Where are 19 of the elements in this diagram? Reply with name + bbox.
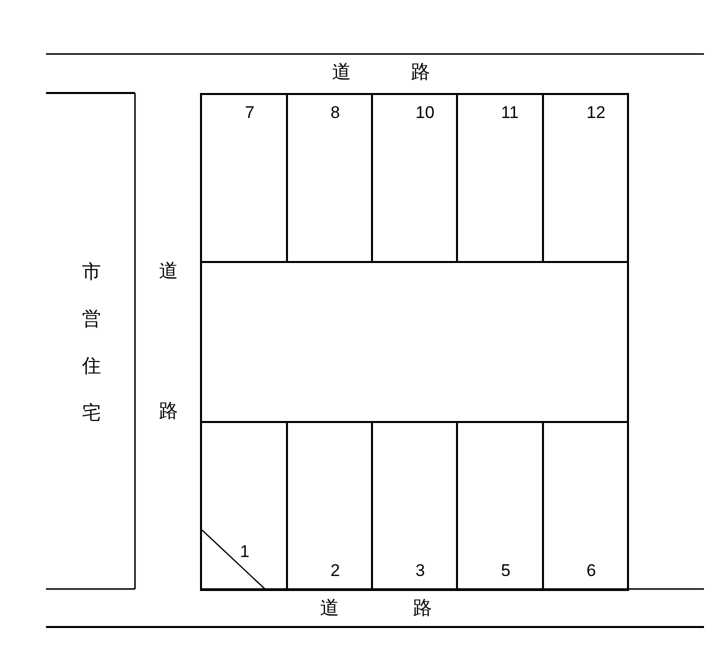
space-number: 8 xyxy=(330,103,340,123)
parking-space xyxy=(200,421,288,591)
parking-space xyxy=(200,93,288,263)
space-number: 7 xyxy=(245,103,254,123)
space-number: 12 xyxy=(586,103,606,123)
building-label: 市営住宅 xyxy=(82,260,101,426)
road-label: 道路 xyxy=(159,260,178,424)
space-number: 6 xyxy=(586,561,596,581)
aisle-area xyxy=(200,261,629,423)
space-number: 3 xyxy=(416,561,425,581)
road-label: 道路 xyxy=(332,62,490,84)
space-number: 5 xyxy=(501,561,510,581)
parking-space xyxy=(542,93,629,263)
space-number: 2 xyxy=(330,561,340,581)
parking-space xyxy=(542,421,629,591)
space-number: 11 xyxy=(501,103,519,123)
space-number: 1 xyxy=(240,542,250,562)
space-number: 10 xyxy=(416,103,434,123)
road-label: 道路 xyxy=(320,598,506,620)
